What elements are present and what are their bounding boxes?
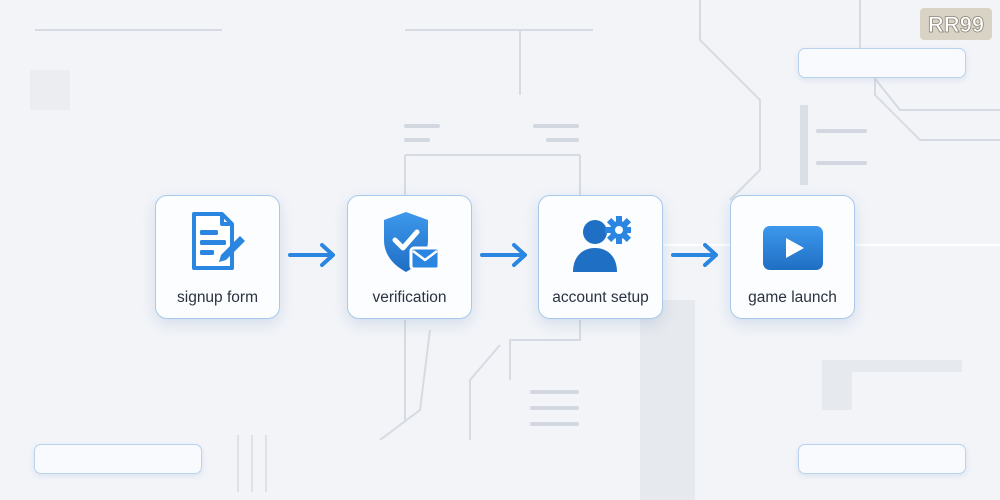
step-label: game launch <box>748 289 837 306</box>
document-edit-icon <box>192 212 245 270</box>
user-gear-icon <box>573 216 631 272</box>
arrow-right-icon <box>671 243 718 267</box>
flow-step-game-launch: game launch <box>730 195 855 319</box>
shield-mail-icon <box>384 212 440 272</box>
play-icon <box>763 226 823 270</box>
step-label: verification <box>372 289 447 306</box>
flow-step-account-setup: account setup <box>538 195 663 319</box>
step-label: account setup <box>552 289 649 306</box>
arrow-right-icon <box>480 243 527 267</box>
flow-step-verification: verification <box>347 195 472 319</box>
step-label: signup form <box>177 289 258 306</box>
corner-placeholder-bar <box>34 444 202 474</box>
arrow-right-icon <box>288 243 335 267</box>
corner-placeholder-bar <box>798 444 966 474</box>
logo-text: RR99 <box>928 12 984 37</box>
logo: RR99 <box>920 8 992 40</box>
corner-placeholder-bar <box>798 48 966 78</box>
flow-step-signup-form: signup form <box>155 195 280 319</box>
